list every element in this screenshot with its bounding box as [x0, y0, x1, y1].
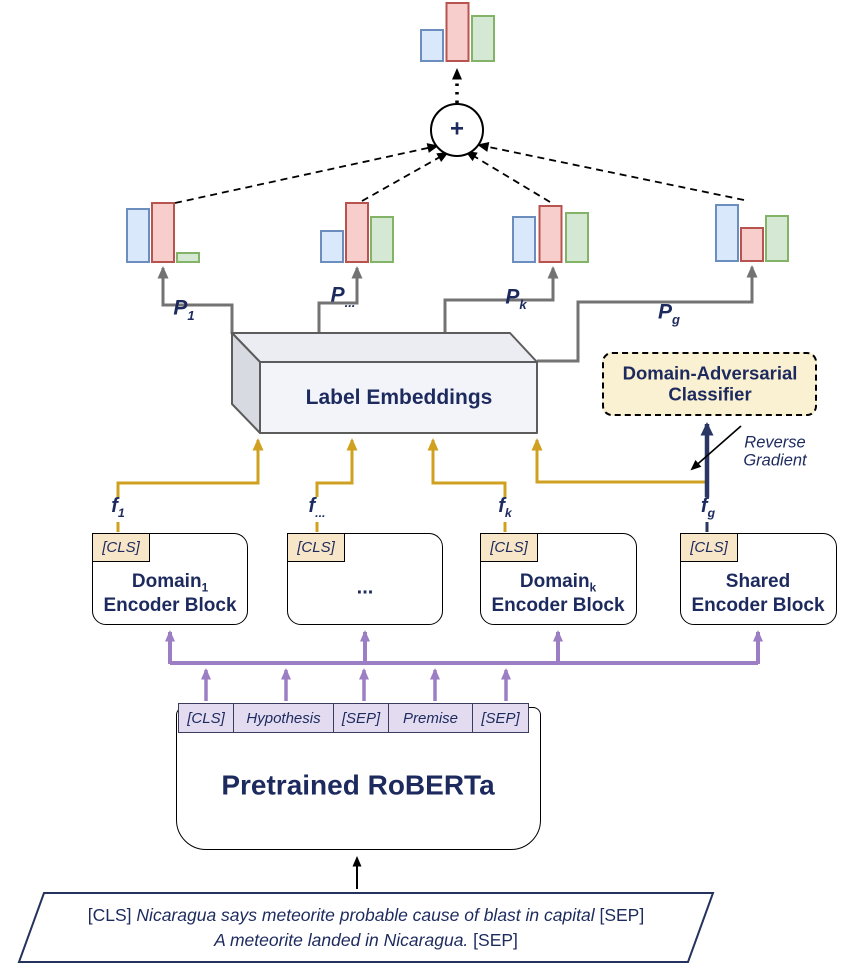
p-connectors [157, 265, 758, 363]
f1-label: f1 [111, 495, 125, 521]
roberta-label: Pretrained RoBERTa [221, 769, 495, 801]
shared-encoder-label: Shared Encoder Block [691, 570, 825, 617]
pg-distribution-bar-red [740, 227, 764, 262]
label-embeddings-title: Label Embeddings [305, 386, 493, 410]
p1-label: P1 [173, 296, 195, 323]
token-cell-4: [SEP] [472, 703, 529, 733]
p1-distribution-bar-red [151, 202, 175, 263]
output-distribution-bar-green [471, 15, 495, 62]
input-sentence-line1: [CLS] Nicaragua says meteorite probable … [87, 905, 645, 925]
token-cell-2: [SEP] [333, 703, 389, 733]
reverse-gradient-label: Reverse Gradient [743, 433, 807, 470]
cls-tag-domain-dots: [CLS] [287, 533, 345, 562]
label-embeddings-box [231, 332, 538, 434]
cls-tag-domain1: [CLS] [92, 533, 150, 562]
input-sentence-line2: A meteorite landed in Nicaragua. [SEP] [214, 929, 518, 950]
p1-distribution-bar-green [176, 252, 200, 263]
pdots-label: P... [330, 283, 356, 310]
f-connectors [116, 438, 707, 532]
sum-circle [430, 103, 484, 157]
domain-adversarial-classifier-box [602, 352, 817, 416]
token-row: [CLS]Hypothesis[SEP]Premise[SEP] [178, 703, 529, 733]
domain-adversarial-classifier-label: Domain-Adversarial Classifier [622, 362, 798, 404]
pk-distribution-bar-green [565, 212, 589, 263]
token-cell-1: Hypothesis [232, 703, 335, 733]
output-distribution-bar-blue [420, 29, 444, 62]
domaink-encoder-label: Domaink Encoder Block [491, 570, 625, 617]
pg-distribution-bar-blue [715, 204, 739, 262]
pdots-distribution-bar-red [345, 202, 369, 263]
fg-label: fg [700, 495, 716, 521]
p1-distribution-bar-blue [126, 208, 150, 263]
bar-distributions [126, 2, 789, 263]
pk-label: Pk [505, 285, 527, 312]
reverse-gradient-arrow [690, 425, 742, 471]
pk-distribution-bar-red [538, 205, 563, 263]
pk-distribution-bar-blue [512, 216, 536, 263]
input-sentence: [CLS] Nicaragua says meteorite probable … [30, 903, 702, 952]
fk-label: fk [498, 495, 512, 521]
output-distribution-bar-red [445, 2, 470, 62]
distribution-to-sum-dashed-arrows [174, 142, 745, 204]
fdots-label: f... [308, 495, 326, 521]
pdots-distribution-bar-green [370, 216, 394, 263]
token-cell-3: Premise [387, 703, 474, 733]
token-cell-0: [CLS] [178, 703, 234, 733]
cls-tag-shared: [CLS] [680, 533, 738, 562]
sum-plus-sign: + [449, 115, 465, 143]
pdots-distribution-bar-blue [320, 230, 344, 263]
pg-distribution-bar-green [765, 215, 789, 262]
domain1-encoder-label: Domain1 Encoder Block [103, 570, 237, 617]
pg-label: Pg [658, 300, 680, 327]
domain-dots-encoder-label: ... [356, 576, 374, 599]
input-parallelogram [17, 892, 715, 963]
cls-tag-domaink: [CLS] [480, 533, 538, 562]
token-to-encoder-connectors [165, 630, 763, 701]
